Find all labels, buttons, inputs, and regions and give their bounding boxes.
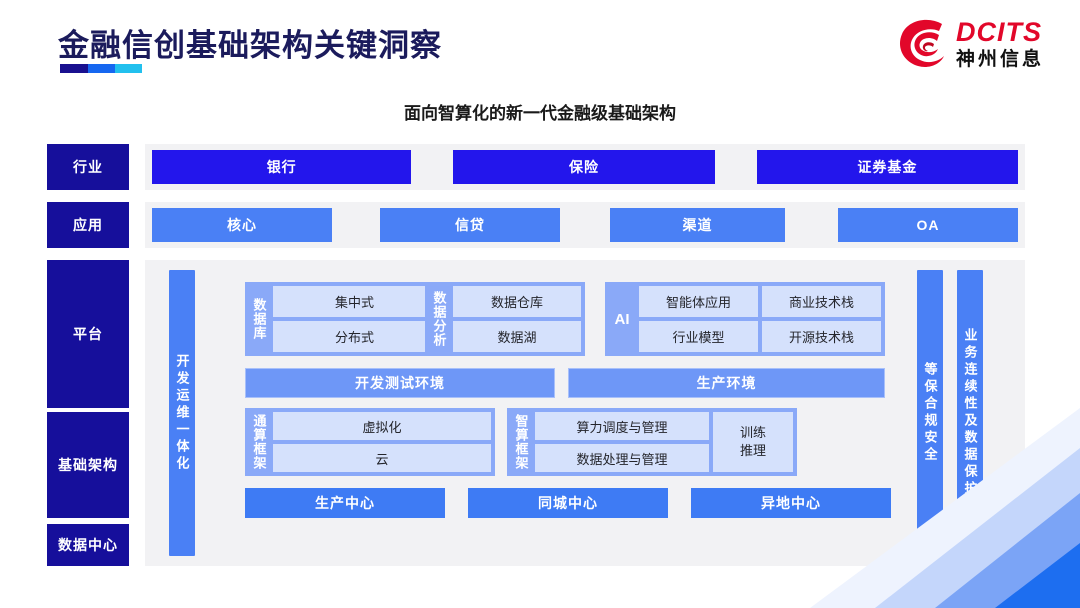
datacenter-bar-metro[interactable]: 同城中心 [468,488,668,518]
rail-item-infrastructure[interactable]: 基础架构 [47,412,129,518]
cell-ai-0[interactable]: 智能体应用 [639,286,758,317]
logo-wordmark-en: DCITS [955,17,1042,47]
application-chip-1[interactable]: 信贷 [380,208,560,242]
platform-infrastructure-panel: 开发运维一体化 等保合规安全 业务连续性及数据保护 数据库 集中式 分布式 数据… [145,260,1025,566]
accent-segment-navy [60,64,88,73]
vertical-bar-continuity[interactable]: 业务连续性及数据保护 [957,270,983,556]
cell-train-inference[interactable]: 训练 推理 [713,412,793,472]
rail-item-industry[interactable]: 行业 [47,144,129,190]
group-general-compute[interactable]: 通算框架 虚拟化 云 [245,408,495,476]
group-label-general-compute: 通算框架 [251,414,267,470]
logo-wordmark-cn: 神州信息 [955,49,1044,70]
industry-panel: 银行 保险 证券基金 [145,144,1025,190]
cell-ai-3[interactable]: 开源技术栈 [762,321,881,352]
vertical-bar-devops[interactable]: 开发运维一体化 [169,270,195,556]
cell-general-compute-1[interactable]: 云 [273,444,491,472]
cell-general-compute-0[interactable]: 虚拟化 [273,412,491,440]
accent-segment-cyan [114,64,142,73]
cell-data-analysis-1[interactable]: 数据湖 [453,321,581,352]
cell-ai-1[interactable]: 商业技术栈 [762,286,881,317]
application-chip-2[interactable]: 渠道 [610,208,785,242]
architecture-diagram: 行业 应用 平台 基础架构 数据中心 银行 保险 证券基金 核心 信贷 渠道 OA 开发运… [0,140,1080,570]
cell-intelligent-compute-1[interactable]: 数据处理与管理 [535,444,709,472]
accent-segment-blue [87,64,115,73]
rail-item-platform[interactable]: 平台 [47,260,129,408]
group-database[interactable]: 数据库 集中式 分布式 [245,282,440,356]
cell-database-0[interactable]: 集中式 [273,286,436,317]
cell-data-analysis-0[interactable]: 数据仓库 [453,286,581,317]
page-header: 金融信创基础架构关键洞察 DCITS 神州信息 [0,0,1080,92]
rail-item-application[interactable]: 应用 [47,202,129,248]
datacenter-bar-production[interactable]: 生产中心 [245,488,445,518]
inference-label: 推理 [739,443,766,458]
application-chip-row: 核心 信贷 渠道 OA [152,208,1018,242]
vertical-bar-security[interactable]: 等保合规安全 [917,270,943,556]
cell-ai-2[interactable]: 行业模型 [639,321,758,352]
industry-chip-1[interactable]: 保险 [453,150,715,184]
group-label-database: 数据库 [251,298,267,340]
env-bar-dev-test[interactable]: 开发测试环境 [245,368,555,398]
group-label-intelligent-compute: 智算框架 [513,414,529,470]
group-intelligent-compute[interactable]: 智算框架 算力调度与管理 数据处理与管理 训练 推理 [507,408,797,476]
train-label: 训练 [739,425,766,441]
group-ai[interactable]: AI 智能体应用 商业技术栈 行业模型 开源技术栈 [605,282,885,356]
company-logo: DCITS 神州信息 [898,18,1044,70]
datacenter-bar-remote[interactable]: 异地中心 [691,488,891,518]
group-label-data-analysis: 数据分析 [431,291,447,347]
rail-item-datacenter[interactable]: 数据中心 [47,524,129,566]
cell-database-1[interactable]: 分布式 [273,321,436,352]
application-chip-0[interactable]: 核心 [152,208,332,242]
application-panel: 核心 信贷 渠道 OA [145,202,1025,248]
page-title: 金融信创基础架构关键洞察 [58,28,442,63]
diagram-subtitle: 面向智算化的新一代金融级基础架构 [404,104,676,123]
industry-chip-row: 银行 保险 证券基金 [152,150,1019,184]
cell-intelligent-compute-0[interactable]: 算力调度与管理 [535,412,709,440]
env-bar-production[interactable]: 生产环境 [568,368,885,398]
group-label-ai: AI [614,310,630,328]
industry-chip-2[interactable]: 证券基金 [756,150,1019,184]
application-chip-3[interactable]: OA [838,208,1018,242]
group-data-analysis[interactable]: 数据分析 数据仓库 数据湖 [425,282,585,356]
industry-chip-0[interactable]: 银行 [152,150,412,184]
swirl-logo-icon [899,19,944,67]
title-underline-accent [60,64,142,73]
